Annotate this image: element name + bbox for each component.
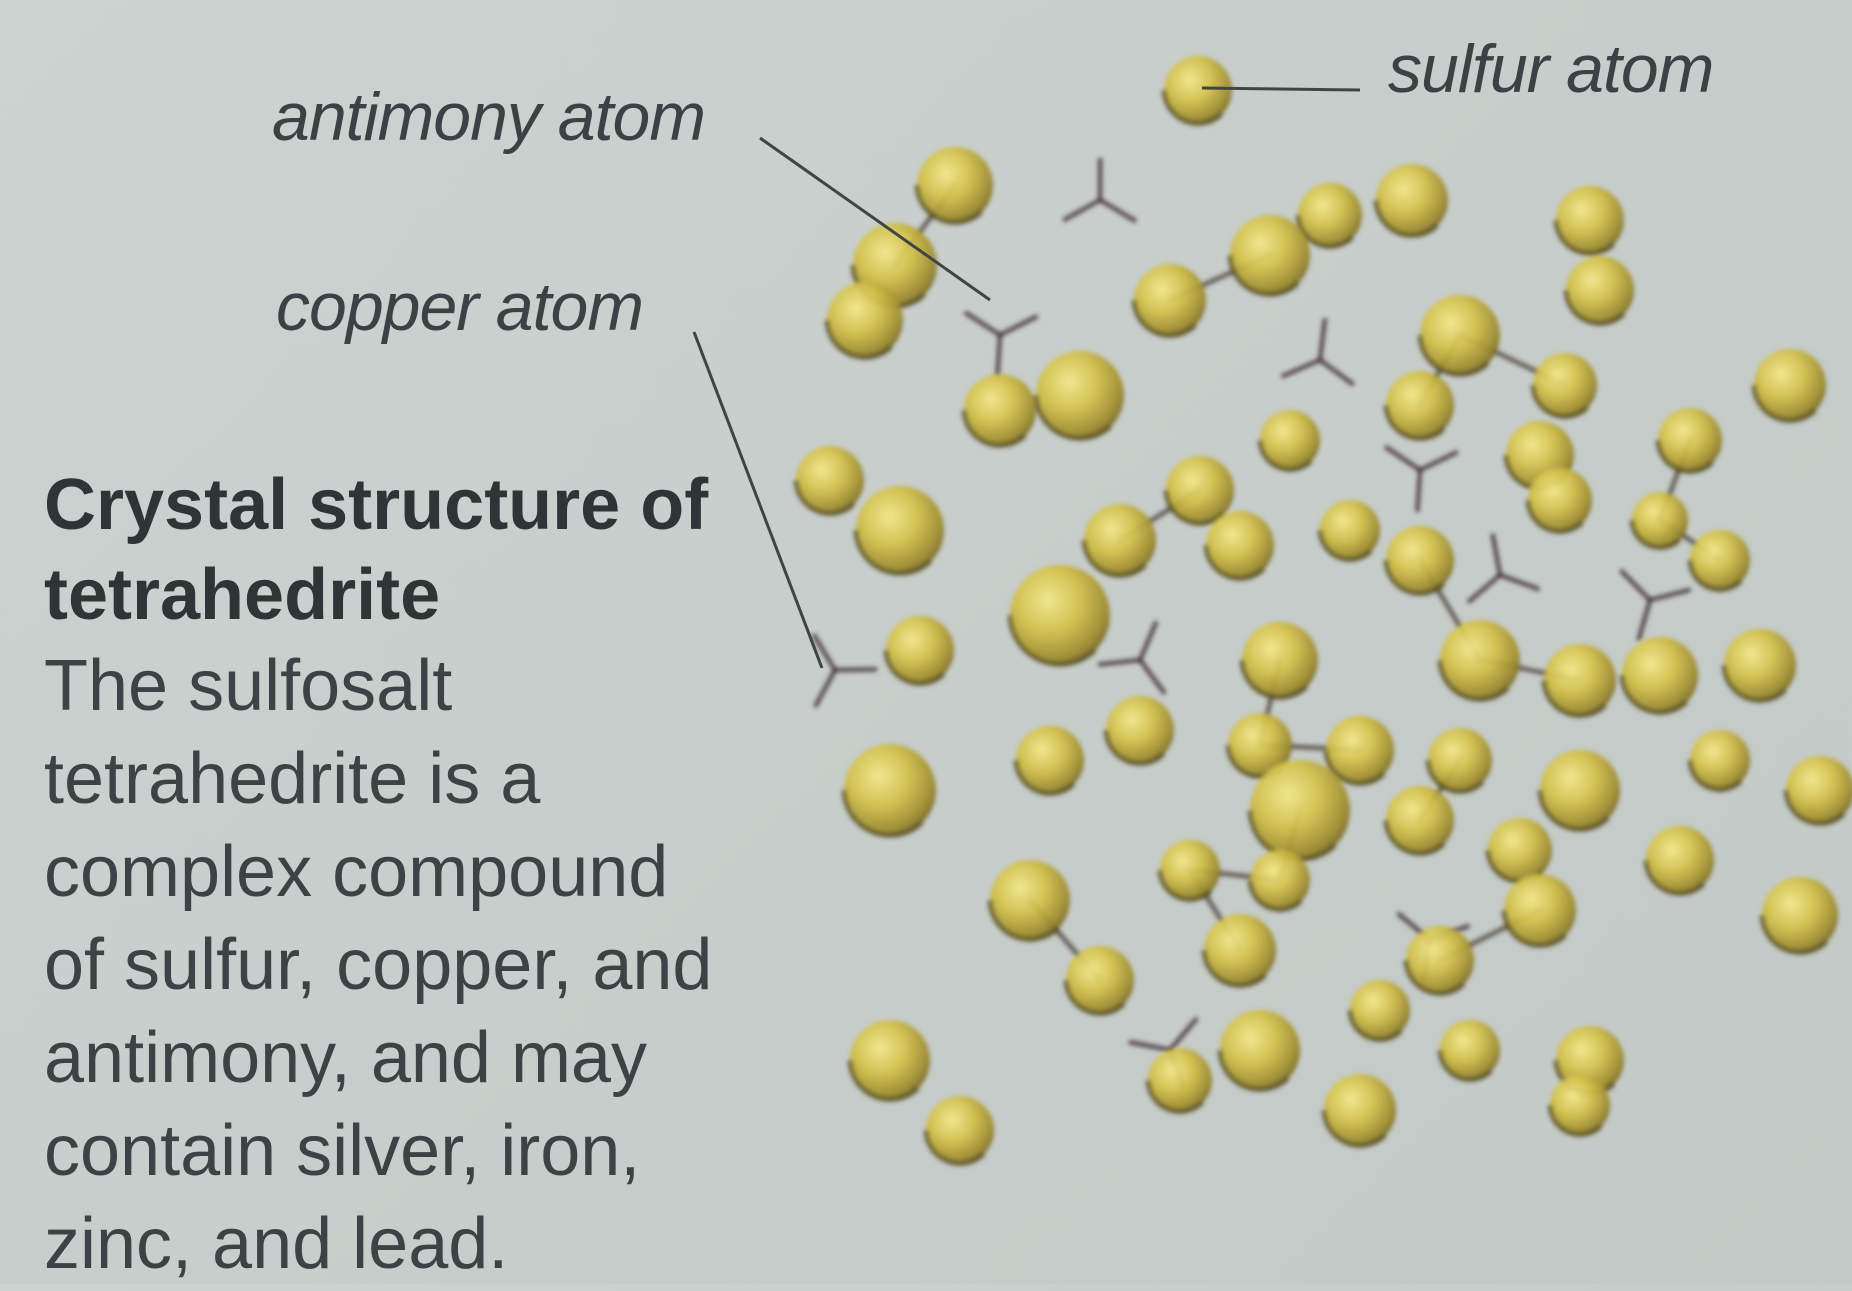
bond-line	[966, 313, 1000, 335]
antimony-atom-label: antimony atom	[272, 78, 705, 156]
bond-line	[1650, 590, 1689, 600]
bond-line	[1100, 200, 1134, 220]
bond-line	[997, 335, 1000, 375]
sulfur-leader-line	[1202, 88, 1360, 90]
bond-line	[835, 669, 875, 670]
bond-line	[1140, 623, 1156, 660]
copper-atom-label: copper atom	[276, 268, 643, 346]
bond-line	[1470, 575, 1500, 601]
caption-block: Crystal structure of tetrahedrite The su…	[44, 460, 724, 1291]
sulfur-atom-label: sulfur atom	[1388, 30, 1713, 108]
bond-line	[1283, 360, 1320, 376]
caption-body: The sulfosalt tetrahedrite is a complex …	[44, 640, 724, 1291]
bond-line	[1420, 453, 1456, 470]
bond-line	[1417, 470, 1420, 510]
bond-line	[1622, 572, 1650, 600]
bond-line	[816, 670, 835, 705]
atom-spheres	[796, 56, 1852, 1164]
bond-line	[1320, 360, 1352, 384]
bond-line	[1140, 660, 1164, 692]
bond-line	[1639, 600, 1650, 638]
bond-line	[1100, 660, 1140, 664]
bond-line	[1387, 448, 1420, 470]
caption-title: Crystal structure of tetrahedrite	[44, 460, 724, 640]
bond-line	[1493, 536, 1500, 575]
bond-line	[1000, 317, 1036, 335]
bond-line	[1170, 1020, 1196, 1050]
bond-line	[1320, 320, 1325, 360]
bond-line	[1131, 1042, 1170, 1050]
bond-line	[1065, 200, 1100, 219]
bond-line	[1500, 575, 1538, 589]
